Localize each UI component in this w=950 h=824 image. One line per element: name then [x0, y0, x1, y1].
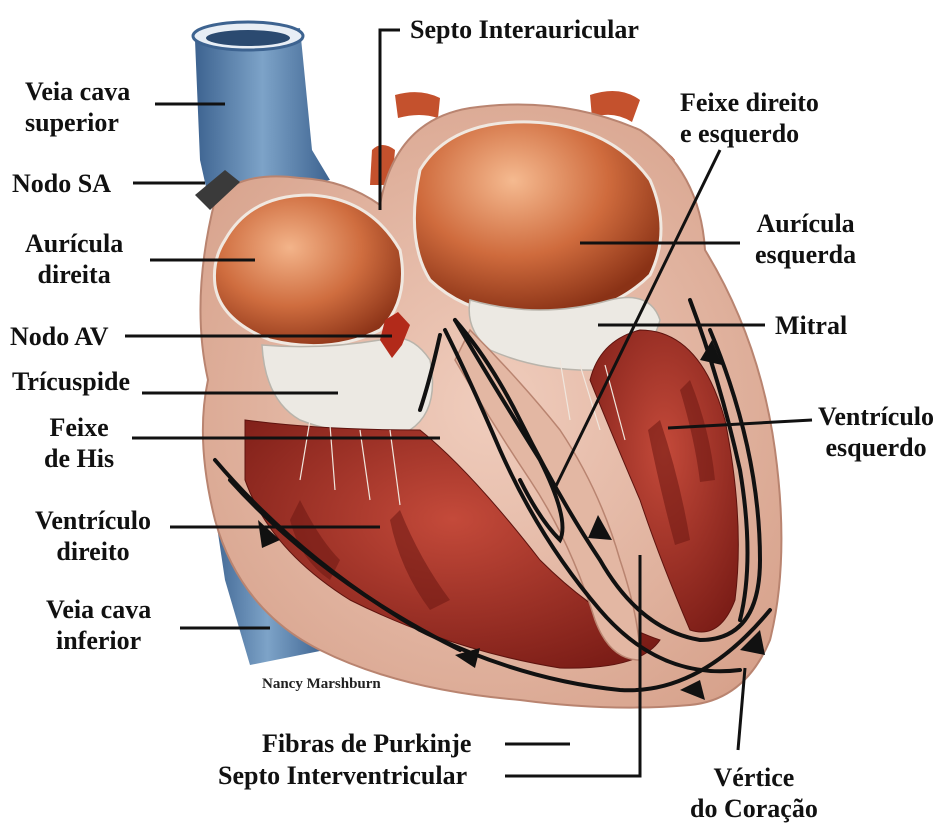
label-feixe-de-his: Feixe de His: [44, 412, 114, 474]
label-feixe-direito-esquerdo: Feixe direito e esquerdo: [680, 87, 819, 149]
left-atrium: [414, 122, 661, 318]
label-line: Vértice: [690, 762, 818, 793]
label-nodo-av: Nodo AV: [10, 321, 109, 352]
label-tricuspide: Trícuspide: [12, 366, 130, 397]
label-line: Feixe: [44, 412, 114, 443]
label-line: Veia cava: [25, 76, 130, 107]
label-line: Ventrículo: [35, 505, 151, 536]
label-ventriculo-esquerdo: Ventrículo esquerdo: [818, 401, 934, 463]
label-line: Ventrículo: [818, 401, 934, 432]
label-veia-cava-superior: Veia cava superior: [25, 76, 130, 138]
label-auricula-esquerda: Aurícula esquerda: [755, 208, 856, 270]
label-septo-interauricular: Septo Interauricular: [410, 14, 639, 45]
right-atrium: [214, 195, 402, 346]
label-line: esquerdo: [818, 432, 934, 463]
illustrator-credit: Nancy Marshburn: [262, 676, 381, 693]
label-line: direita: [25, 259, 123, 290]
label-line: Aurícula: [25, 228, 123, 259]
label-line: direito: [35, 536, 151, 567]
label-line: de His: [44, 443, 114, 474]
label-fibras-de-purkinje: Fibras de Purkinje: [262, 728, 471, 759]
label-septo-interventricular: Septo Interventricular: [218, 760, 467, 791]
label-line: esquerda: [755, 239, 856, 270]
label-mitral: Mitral: [775, 310, 847, 341]
label-nodo-sa: Nodo SA: [12, 168, 111, 199]
label-line: do Coração: [690, 793, 818, 824]
label-vertice-do-coracao: Vértice do Coração: [690, 762, 818, 824]
label-auricula-direita: Aurícula direita: [25, 228, 123, 290]
label-line: superior: [25, 107, 130, 138]
label-veia-cava-inferior: Veia cava inferior: [46, 594, 151, 656]
label-line: Veia cava: [46, 594, 151, 625]
label-line: e esquerdo: [680, 118, 819, 149]
label-line: inferior: [46, 625, 151, 656]
label-line: Aurícula: [755, 208, 856, 239]
label-ventriculo-direito: Ventrículo direito: [35, 505, 151, 567]
label-line: Feixe direito: [680, 87, 819, 118]
